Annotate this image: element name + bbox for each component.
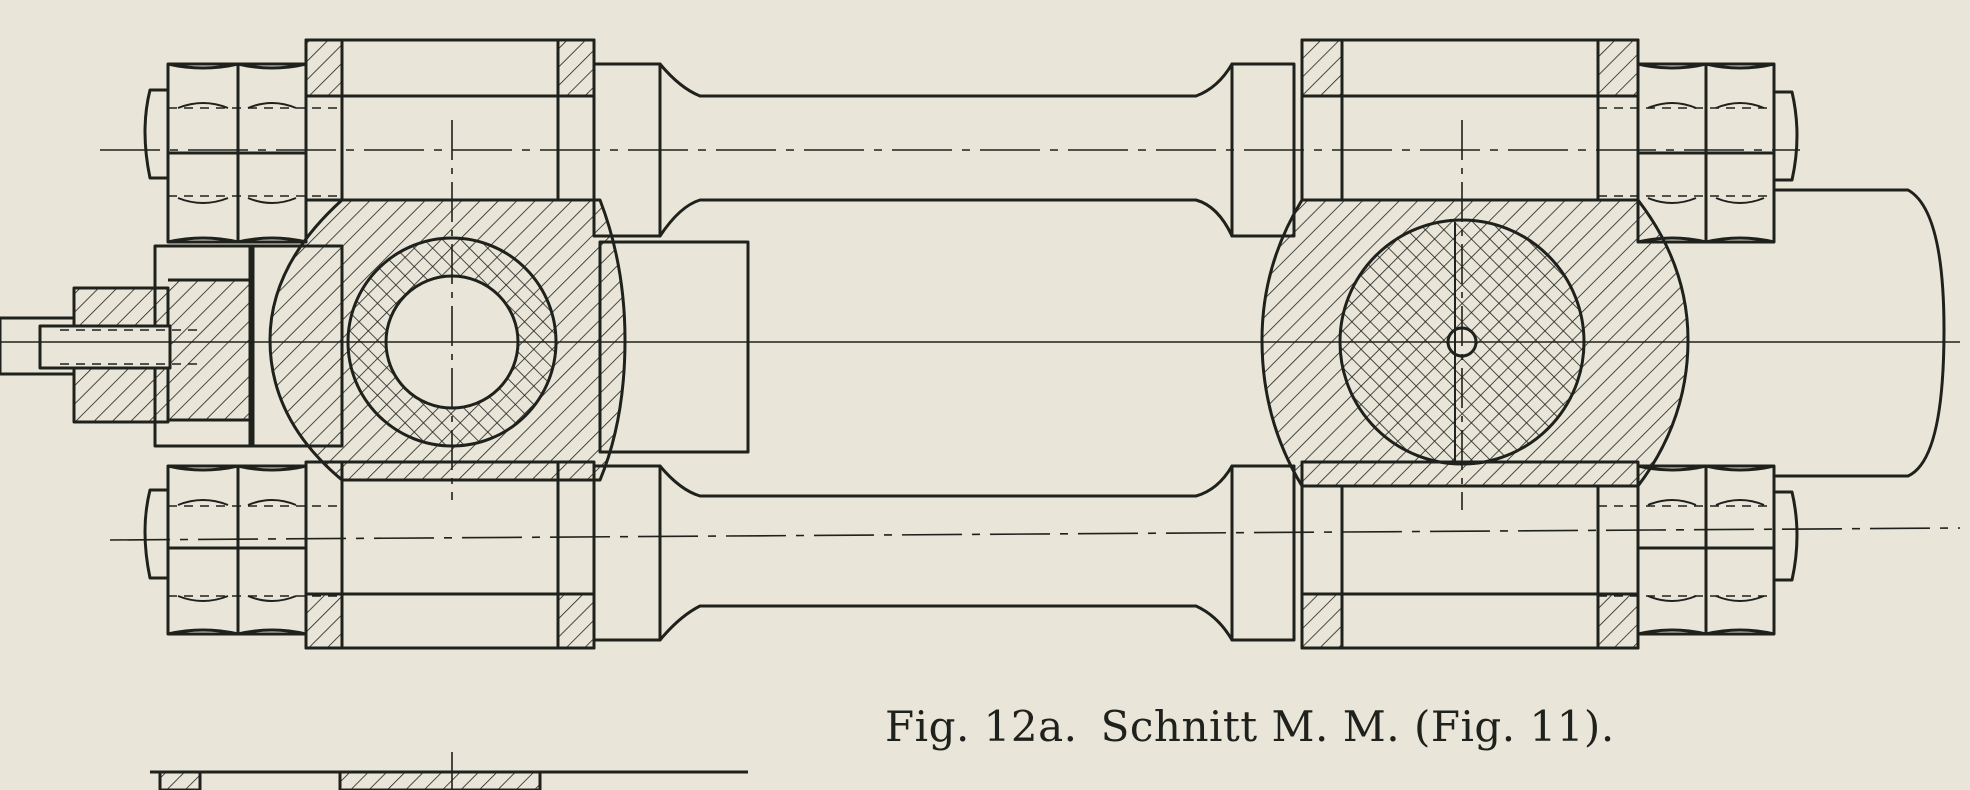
- left-lower-bolt-end: [143, 488, 168, 580]
- figure-caption-text: Schnitt M. M. (Fig. 11).: [1100, 702, 1615, 751]
- next-figure-fragment: [150, 752, 748, 790]
- right-lower-clamp-block: [1300, 460, 1640, 650]
- right-lower-hex-nut: [1636, 464, 1776, 636]
- left-upper-hex-nut: [166, 62, 308, 244]
- left-upper-clamp-block: [304, 38, 596, 202]
- right-lower-bolt-end: [1774, 490, 1799, 582]
- guide-slide-block: [598, 240, 750, 454]
- centre-lines: [0, 120, 1961, 541]
- figure-caption: Fig. 12a. Schnitt M. M. (Fig. 11).: [885, 702, 1638, 751]
- left-piston-rod-connector: [0, 244, 344, 448]
- right-upper-hex-nut: [1636, 62, 1776, 244]
- hidden-lines: [60, 96, 1774, 597]
- left-upper-bolt-end: [143, 88, 168, 180]
- left-lower-hex-nut: [166, 464, 308, 636]
- left-lower-clamp-block: [304, 460, 596, 650]
- figure-number: Fig. 12a.: [885, 702, 1078, 751]
- connecting-rod-end: [1774, 188, 1946, 478]
- right-upper-clamp-block: [1300, 38, 1640, 202]
- lower-tie-rod: [592, 464, 1296, 642]
- right-upper-bolt-end: [1774, 90, 1799, 182]
